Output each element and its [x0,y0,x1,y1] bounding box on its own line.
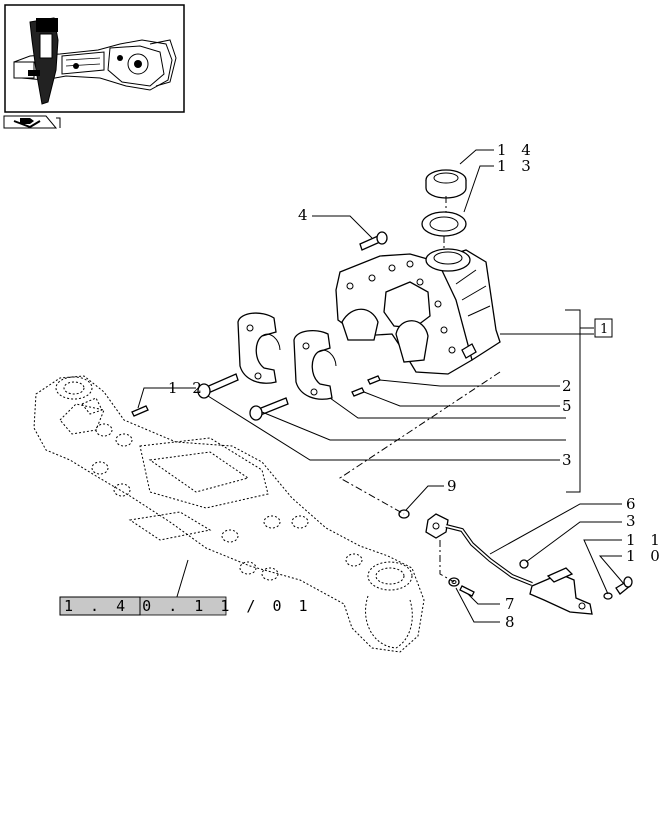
callout-5: 5 [562,397,577,415]
swivel-housing[interactable] [335,248,501,375]
callout-6: 6 [626,495,641,513]
assembly-lines [339,196,501,583]
callout-8: 8 [505,613,520,631]
callout-9: 9 [447,477,462,495]
callout-14: 1 4 [497,141,536,159]
callout-12: 1 2 [168,379,207,397]
reference-banner[interactable]: 1 . 4 0 . 1 1 / 0 1 [59,596,312,616]
callout-11: 1 1 [626,531,664,549]
clamp-bolt-short[interactable] [249,397,289,421]
callout-1: 1 [600,322,608,337]
reference-code: 1 . 4 0 . 1 1 / 0 1 [64,597,312,615]
leader-lines [137,149,625,623]
group-bracket [565,309,613,493]
callout-3-right: 3 [626,512,641,530]
clamp-half-b[interactable] [293,329,337,400]
callout-10: 1 0 [626,547,664,565]
callout-3-left: 3 [562,451,577,469]
clamp-bolt-long[interactable] [197,373,239,399]
axle-housing-ghost [33,375,425,653]
bolt-7[interactable] [459,585,475,597]
lube-pipe-6[interactable] [425,513,593,615]
callout-2: 2 [562,377,577,395]
clamp-half-a[interactable] [237,312,281,384]
pin-5[interactable] [351,387,365,397]
overview-thumbnail[interactable] [4,4,185,113]
seal-ring-14[interactable] [425,169,467,199]
callout-13: 1 3 [497,157,536,175]
callout-7: 7 [505,595,520,613]
pin-2[interactable] [367,375,381,385]
bolt-4[interactable] [359,231,388,251]
callout-4: 4 [298,206,313,224]
callout-labels: 1 4 1 3 4 1 2 5 1 2 3 9 6 3 1 1 1 0 7 8 [168,141,664,631]
seal-ring-13[interactable] [421,211,467,237]
pin-12[interactable] [131,405,149,417]
bolt-10[interactable] [615,576,633,595]
book-arrow-icon[interactable] [3,115,61,129]
